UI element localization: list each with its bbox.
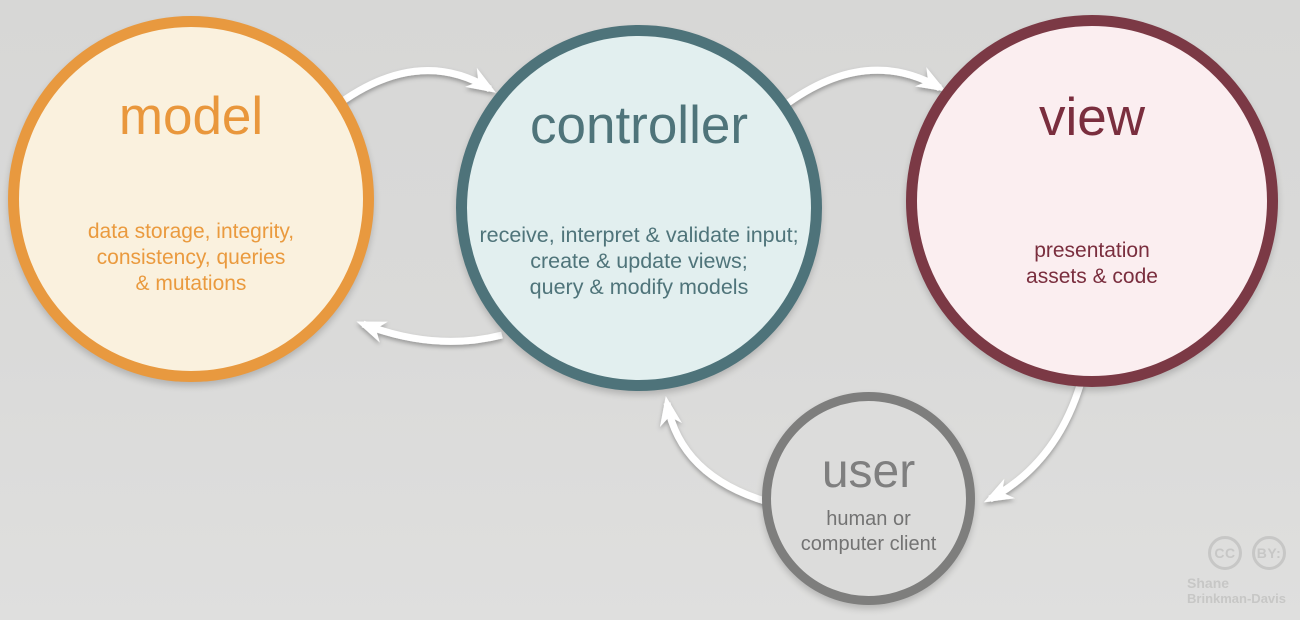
- model-description: data storage, integrity, consistency, qu…: [87, 220, 295, 295]
- by-icon: BY:: [1252, 536, 1286, 570]
- view-description: presentation assets & code: [1026, 239, 1158, 288]
- user-description: human or computer client: [800, 508, 937, 555]
- author-first-name: Shane: [1187, 575, 1230, 591]
- node-user: user human or computer client: [762, 392, 975, 605]
- model-title: model: [118, 87, 264, 146]
- controller-description: receive, interpret & validate input; cre…: [479, 223, 799, 299]
- view-title: view: [1038, 88, 1146, 147]
- node-controller: controller receive, interpret & validate…: [456, 25, 822, 391]
- node-model: model data storage, integrity, consisten…: [8, 16, 374, 382]
- user-title: user: [821, 445, 916, 498]
- arrow-controller-to-view: [785, 66, 947, 106]
- arrow-model-to-controller: [337, 67, 497, 106]
- node-view: view presentation assets & code: [906, 15, 1278, 387]
- arrow-view-to-user: [983, 381, 1085, 503]
- license-attribution: CC BY: Shane Brinkman-Davis: [1187, 536, 1286, 606]
- controller-title: controller: [530, 96, 748, 155]
- cc-icon: CC: [1208, 536, 1242, 570]
- arrow-controller-to-model: [356, 320, 503, 345]
- author-last-name: Brinkman-Davis: [1187, 591, 1286, 606]
- arrow-user-to-controller: [659, 396, 769, 506]
